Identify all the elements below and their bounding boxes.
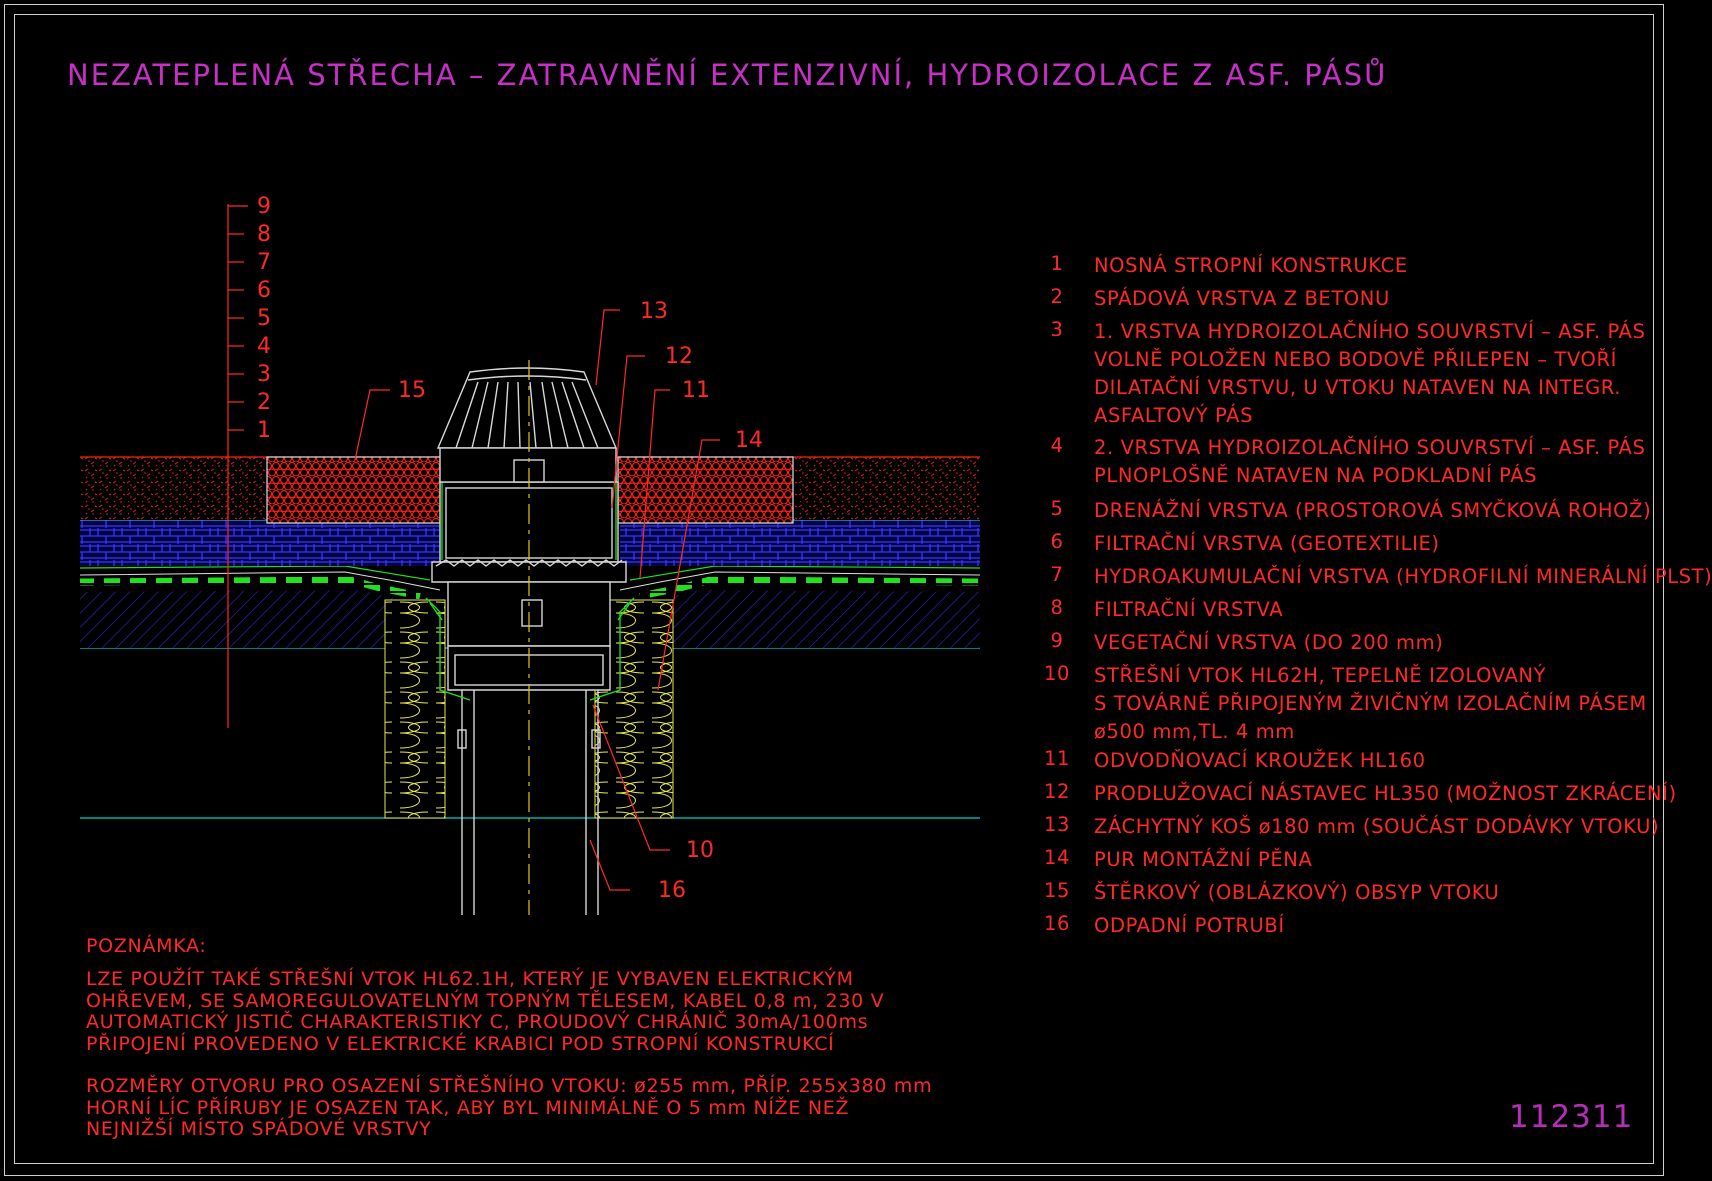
drain-green-flange xyxy=(425,478,635,701)
callout-labels: 13 12 11 15 14 10 16 xyxy=(398,299,763,903)
vegetation-layer-right xyxy=(795,457,980,520)
concrete-slope-layer xyxy=(80,590,420,648)
scale-label-3: 3 xyxy=(257,362,271,387)
note-paragraph-2: ROZMĚRY OTVORU PRO OSAZENÍ STŘEŠNÍHO VTO… xyxy=(86,1075,933,1140)
drawing-title: NEZATEPLENÁ STŘECHA – ZATRAVNĚNÍ EXTENZI… xyxy=(67,58,1388,92)
callout-10: 10 xyxy=(686,838,714,863)
callout-13: 13 xyxy=(640,299,668,324)
scale-label-2: 2 xyxy=(257,390,271,415)
scale-label-1: 1 xyxy=(257,418,271,443)
note-heading: POZNÁMKA: xyxy=(86,935,207,957)
scale-label-6: 6 xyxy=(257,278,271,303)
scale-label-9: 9 xyxy=(257,194,271,219)
insulation-left xyxy=(384,599,446,819)
leader-lines xyxy=(354,309,720,891)
outer-frame xyxy=(4,4,1664,1176)
gravel-surround-left xyxy=(266,456,443,524)
inner-frame xyxy=(14,14,1654,1164)
callout-15: 15 xyxy=(398,378,426,403)
callout-16: 16 xyxy=(658,878,686,903)
vegetation-layer-left xyxy=(80,457,265,520)
drawing-number: 112311 xyxy=(1509,1099,1634,1135)
callout-12: 12 xyxy=(665,344,693,369)
callout-14: 14 xyxy=(735,428,763,453)
gravel-surround-right xyxy=(617,456,794,524)
membrane-layer-left xyxy=(79,576,421,600)
scale-label-4: 4 xyxy=(257,334,271,359)
callout-11: 11 xyxy=(682,378,710,403)
note-paragraph-1: LZE POUŽÍT TAKÉ STŘEŠNÍ VTOK HL62.1H, KT… xyxy=(86,968,885,1055)
leaf-guard-dome xyxy=(436,367,618,483)
layer-scale-labels: 9 8 7 6 5 4 3 2 1 xyxy=(257,194,271,443)
drainage-layer-left xyxy=(80,520,440,566)
scale-label-5: 5 xyxy=(257,306,271,331)
scale-label-7: 7 xyxy=(257,250,271,275)
layer-scale xyxy=(227,204,248,728)
roof-section-drawing: 9 8 7 6 5 4 3 2 1 13 12 11 15 14 10 16 xyxy=(79,194,981,915)
scale-label-8: 8 xyxy=(257,222,271,247)
drainage-layer-right xyxy=(620,520,980,566)
